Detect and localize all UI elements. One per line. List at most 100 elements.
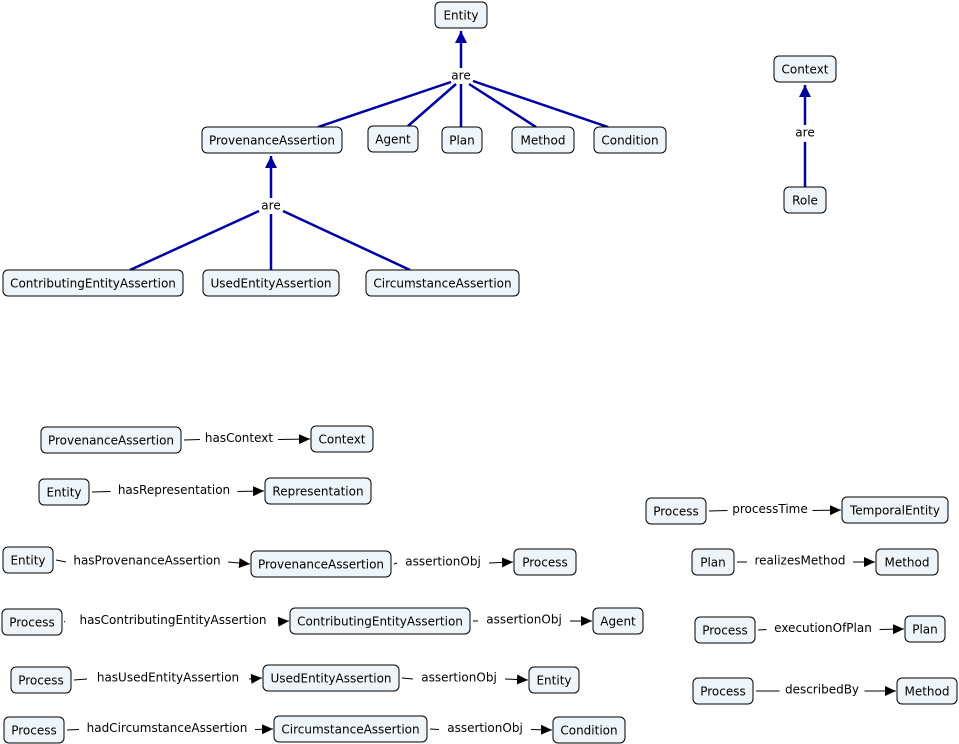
node-provenance-assertion[interactable]: ProvenanceAssertion [250,550,392,578]
rel-describedBy-label: describedBy [785,683,859,697]
rel-assertionObj-4-label: assertionObj [447,721,523,735]
node-agent[interactable]: Agent [592,607,644,635]
node-condition[interactable]: Condition [552,716,626,744]
node-label: Method [520,134,565,148]
node-box [773,55,837,83]
node-label: Process [653,505,699,519]
node-label: CircumstanceAssertion [373,277,511,291]
edge-method-to-are [468,82,537,129]
node-context[interactable]: Context [310,425,374,453]
node-process[interactable]: Process [513,548,577,576]
node-plan[interactable]: Plan [441,126,483,154]
node-used-entity-assertion[interactable]: UsedEntityAssertion [262,664,400,692]
node-process[interactable]: Process [694,616,756,644]
rel-hasContributingEntityAssertion-line-in [63,621,66,623]
node-label: Plan [449,134,475,148]
node-process[interactable]: Process [692,677,754,705]
node-box [367,125,419,153]
edges-layer: arearearehasContexthasRepresentationhasP… [55,31,905,735]
node-plan[interactable]: Plan [691,548,735,576]
edge-circ-to-are [282,209,411,272]
node-label: UsedEntityAssertion [270,672,391,686]
node-process[interactable]: Process [10,666,72,694]
rel-hadCircumstanceAssertion-label: hadCircumstanceAssertion [87,721,248,735]
are-label-context: are [795,126,814,140]
node-box [273,715,428,743]
node-label: Representation [272,485,363,499]
node-box [694,616,756,644]
rel-assertionObj-4-line-out [530,724,553,735]
node-plan[interactable]: Plan [904,615,946,643]
node-label: Process [522,556,568,570]
node-process[interactable]: Process [3,716,65,744]
node-label: Entity [536,674,571,688]
node-label: CircumstanceAssertion [281,723,419,737]
node-box [250,550,392,578]
node-role[interactable]: Role [783,186,827,214]
node-method[interactable]: Method [875,548,939,576]
node-box [3,716,65,744]
node-label: ProvenanceAssertion [209,134,335,148]
rel-assertionObj-1-line-in [393,562,398,565]
node-temporal-entity[interactable]: TemporalEntity [841,496,949,524]
rel-assertionObj-3-label: assertionObj [421,671,497,685]
rel-hasContext-line-in [183,439,201,441]
node-box [365,269,520,297]
node-provenance-assertion[interactable]: ProvenanceAssertion [201,126,343,154]
node-label: Condition [560,724,617,738]
node-condition[interactable]: Condition [593,126,667,154]
node-circumstance-assertion[interactable]: CircumstanceAssertion [273,715,428,743]
rel-assertionObj-1-line-out [488,557,514,568]
node-box [38,478,90,506]
node-label: Method [904,685,949,699]
node-provenance-assertion[interactable]: ProvenanceAssertion [40,426,182,454]
node-label: Condition [601,134,658,148]
node-box [904,615,946,643]
node-box [201,126,343,154]
edge-agent-to-are [407,83,457,127]
rel-executionOfPlan-label: executionOfPlan [774,621,872,635]
node-entity[interactable]: Entity [434,1,488,29]
node-contributing-entity-assertion[interactable]: ContributingEntityAssertion [289,607,471,635]
node-box [783,186,827,214]
rel-assertionObj-4-line-in [429,728,440,730]
node-label: TemporalEntity [849,504,940,518]
node-entity[interactable]: Entity [2,546,54,574]
node-circumstance-assertion[interactable]: CircumstanceAssertion [365,269,520,297]
node-box [2,269,184,297]
node-method[interactable]: Method [896,677,958,705]
node-label: Context [318,433,365,447]
node-label: Role [792,194,818,208]
node-representation[interactable]: Representation [264,477,372,505]
rel-hasUsedEntityAssertion-line-out [248,673,263,684]
node-box [202,269,340,297]
node-label: Plan [912,623,938,637]
node-label: ProvenanceAssertion [48,434,174,448]
node-process[interactable]: Process [645,497,707,525]
node-agent[interactable]: Agent [367,125,419,153]
node-box [441,126,483,154]
rel-processTime-label: processTime [732,502,807,516]
node-box [1,608,63,636]
rel-assertionObj-3-line-out [504,674,529,685]
rel-hasContext-line-out [277,434,311,445]
node-method[interactable]: Method [511,126,575,154]
rel-executionOfPlan-line-in [757,629,767,631]
are-label-prov: are [261,199,280,213]
rel-hasContributingEntityAssertion-line-out [277,616,290,627]
node-process[interactable]: Process [1,608,63,636]
node-label: UsedEntityAssertion [210,277,331,291]
rel-hasProvenanceAssertion-line-in [55,559,67,563]
node-entity[interactable]: Entity [38,478,90,506]
node-box [289,607,471,635]
rel-assertionObj-2-label: assertionObj [486,613,562,627]
node-label: Process [18,674,64,688]
node-used-entity-assertion[interactable]: UsedEntityAssertion [202,269,340,297]
node-label: ContributingEntityAssertion [297,615,463,629]
node-label: Entity [10,554,45,568]
node-entity[interactable]: Entity [528,666,580,694]
node-contributing-entity-assertion[interactable]: ContributingEntityAssertion [2,269,184,297]
node-box [692,677,754,705]
node-box [10,666,72,694]
node-context[interactable]: Context [773,55,837,83]
